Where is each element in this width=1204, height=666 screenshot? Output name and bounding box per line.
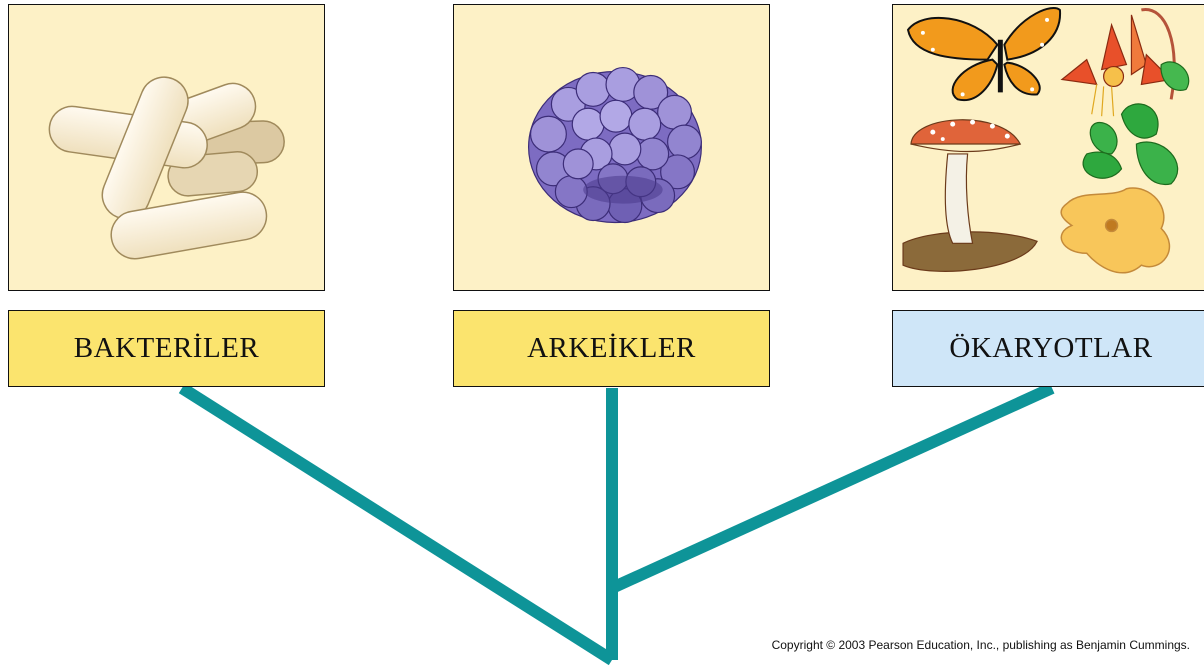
branch-bacteria bbox=[182, 388, 612, 660]
butterfly-icon bbox=[908, 8, 1060, 100]
label-archaea: ARKEİKLER bbox=[453, 310, 770, 387]
amoeba-icon bbox=[1061, 188, 1169, 273]
label-bacteria: BAKTERİLER bbox=[8, 310, 325, 387]
branch-eukarya bbox=[612, 388, 1052, 588]
flower-icon bbox=[1062, 10, 1174, 117]
label-eukarya: ÖKARYOTLAR bbox=[892, 310, 1204, 387]
eukaryote-collage-icon bbox=[893, 5, 1204, 290]
label-archaea-text: ARKEİKLER bbox=[527, 332, 696, 365]
copyright-notice: Copyright © 2003 Pearson Education, Inc.… bbox=[772, 638, 1190, 652]
label-bacteria-text: BAKTERİLER bbox=[74, 332, 259, 365]
archaea-cell-cluster-icon bbox=[454, 5, 769, 290]
leaf-icon bbox=[1083, 62, 1189, 185]
mushroom-icon bbox=[903, 120, 1037, 272]
bacteria-panel bbox=[8, 4, 325, 291]
archaea-panel bbox=[453, 4, 770, 291]
rod-bacteria-icon bbox=[9, 5, 324, 290]
label-eukarya-text: ÖKARYOTLAR bbox=[949, 332, 1152, 365]
eukarya-panel bbox=[892, 4, 1204, 291]
